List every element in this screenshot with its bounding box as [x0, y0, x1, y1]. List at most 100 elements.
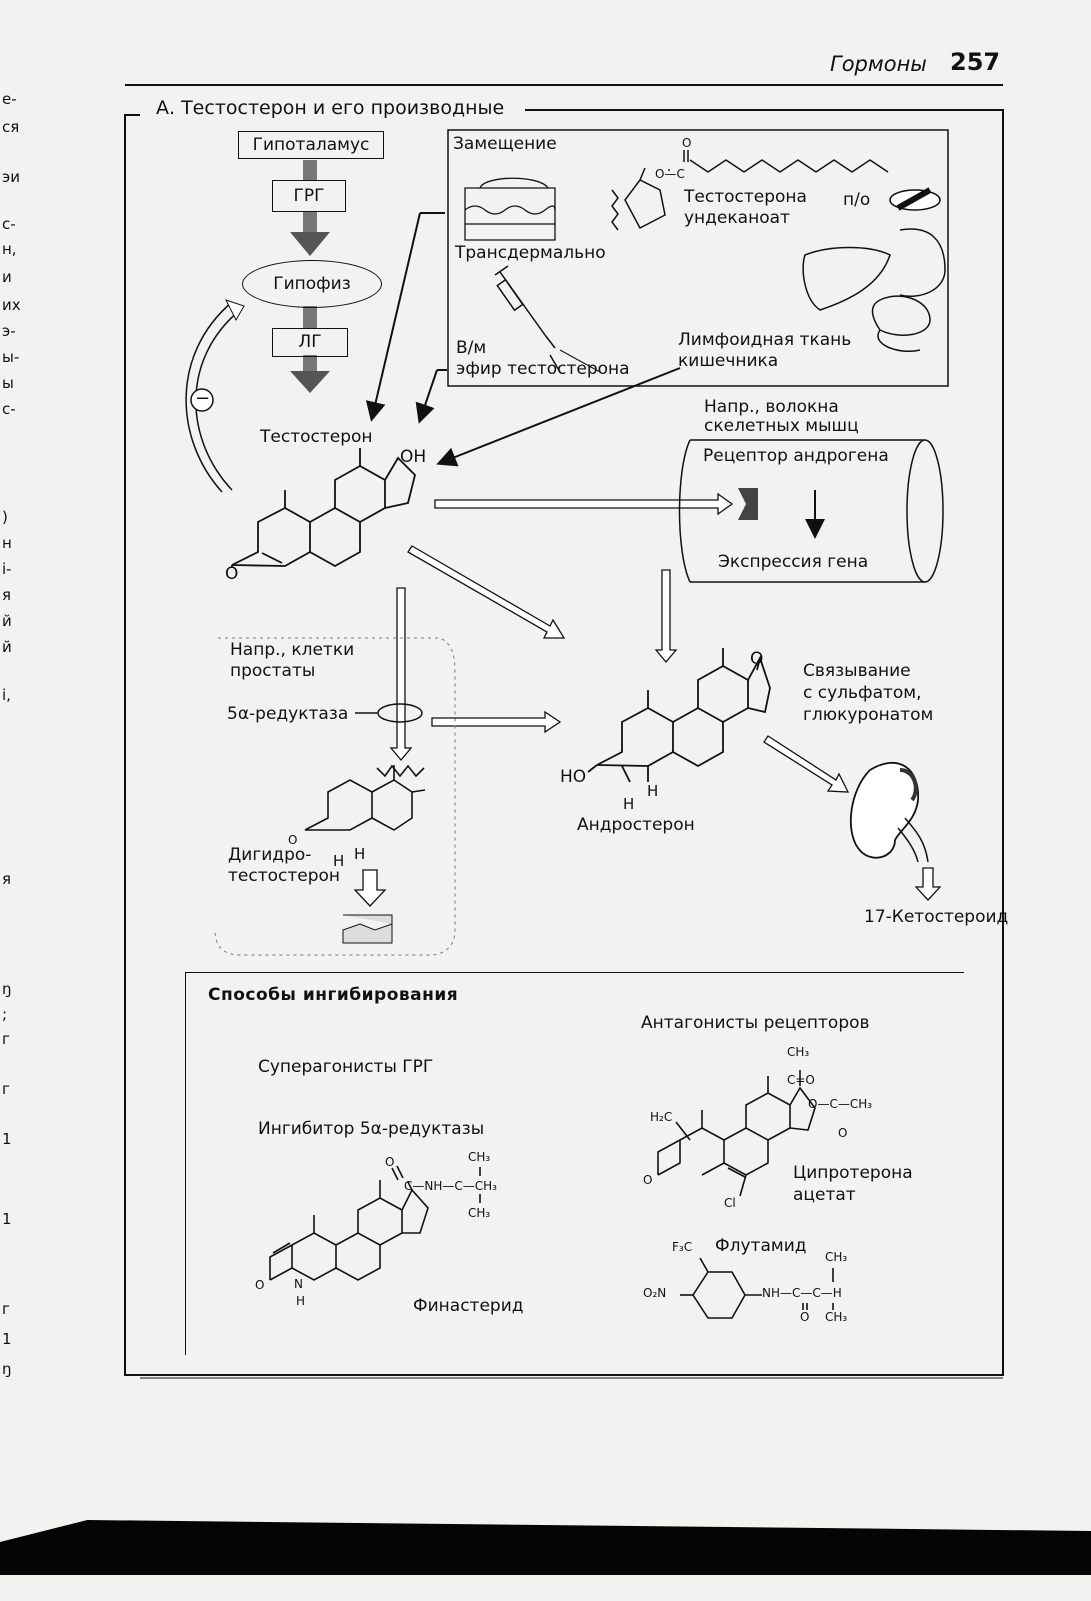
- ester-oc: O—C: [655, 167, 685, 181]
- cyp-cl: Cl: [724, 1196, 736, 1210]
- dht-o: O: [288, 833, 298, 847]
- receptor-shape: [738, 488, 758, 520]
- margin-fragment: г: [2, 1300, 10, 1318]
- margin-fragment: и: [2, 268, 12, 286]
- cyproterone-label-line2: ацетат: [793, 1185, 856, 1205]
- margin-fragment: я: [2, 586, 12, 604]
- margin-fragment: ŋ: [2, 980, 12, 998]
- lh-label: ЛГ: [298, 332, 322, 352]
- margin-fragment: н: [2, 534, 12, 552]
- undecanoate-structure: [611, 150, 889, 231]
- andro-o: O: [750, 649, 764, 669]
- oral-label: п/о: [843, 190, 871, 210]
- gene-expression-label: Экспрессия гена: [718, 552, 869, 572]
- lh-box: ЛГ: [272, 328, 348, 357]
- hypothalamus-label: Гипоталамус: [252, 135, 370, 155]
- undecanoate-line2: ундеканоат: [684, 208, 790, 228]
- testosterone-label: Тестостерон: [260, 427, 373, 447]
- margin-fragment: с-: [2, 400, 16, 418]
- margin-fragment: 1: [2, 1330, 12, 1348]
- dht-h1: H: [333, 852, 345, 870]
- reductase-inhibitor-label: Ингибитор 5α-редуктазы: [258, 1119, 485, 1139]
- prostate-region: [214, 637, 456, 956]
- cyp-ester: O—C—CH₃: [808, 1097, 873, 1111]
- muscle-cylinder: [678, 439, 944, 583]
- dht-receptor: [342, 914, 393, 944]
- conjugation-line1: Связывание: [803, 661, 911, 681]
- inhibition-box: [185, 972, 964, 1355]
- margin-fragment: ): [2, 508, 8, 526]
- margin-fragment: ы-: [2, 348, 20, 366]
- muscle-label-line2: скелетных мышц: [704, 416, 859, 436]
- inhibition-title: Способы ингибирования: [208, 985, 459, 1005]
- margin-fragment: 1: [2, 1210, 12, 1228]
- margin-fragment: й: [2, 638, 12, 656]
- hypothalamus-box: Гипоталамус: [238, 131, 384, 159]
- androsterone-structure: [587, 648, 771, 783]
- margin-fragment: н,: [2, 240, 17, 258]
- receptor-antagonists-label: Антагонисты рецепторов: [641, 1013, 870, 1033]
- transdermal-label: Трансдермально: [455, 243, 606, 263]
- grg-label: ГРГ: [293, 186, 325, 206]
- cyp-o: O: [838, 1126, 848, 1140]
- replacement-title: Замещение: [453, 134, 557, 154]
- margin-fragment: г: [2, 1030, 10, 1048]
- muscle-label-line1: Напр., волокна: [704, 397, 839, 417]
- margin-fragment: і,: [2, 686, 11, 704]
- fin-h: H: [296, 1294, 306, 1308]
- margin-fragment: е-: [2, 90, 17, 108]
- flu-f3c: F₃C: [672, 1240, 693, 1254]
- hollow-arrows: [353, 492, 942, 907]
- liver-stomach-intestine: [802, 228, 946, 352]
- reductase-label: 5α-редуктаза: [227, 704, 349, 724]
- conjugation-line2: с сульфатом,: [803, 683, 922, 703]
- dht-label-line1: Дигидро-: [228, 845, 312, 865]
- header-section: Гормоны: [830, 52, 927, 76]
- axis-arrow-2: [290, 371, 330, 393]
- andro-h1: H: [623, 795, 635, 813]
- header-page-number: 257: [950, 48, 1001, 76]
- flu-nh: NH—C—C—H: [762, 1286, 842, 1300]
- dht-h2: H: [354, 845, 366, 863]
- fin-n: N: [294, 1277, 303, 1291]
- cyp-co: C=O: [787, 1073, 815, 1087]
- flu-ch3-top: CH₃: [825, 1250, 848, 1264]
- fin-o2: O: [255, 1278, 265, 1292]
- prostate-label-line2: простаты: [230, 661, 316, 681]
- margin-fragment: ŋ: [2, 1360, 12, 1378]
- im-label-line1: В/м: [456, 338, 487, 358]
- minus-circle: [190, 388, 214, 412]
- margin-fragment: г: [2, 1080, 10, 1098]
- androsterone-label: Андростерон: [577, 815, 695, 835]
- pill-icon: [889, 187, 941, 211]
- cyp-h2c: H₂C: [650, 1110, 673, 1124]
- receptor-label: Рецептор андрогена: [703, 446, 889, 466]
- cyp-o2: O: [643, 1173, 653, 1187]
- margin-fragment: я: [2, 870, 12, 888]
- figure-frame: [124, 109, 1004, 1376]
- margin-fragment: э-: [2, 322, 16, 340]
- pituitary-label: Гипофиз: [273, 274, 351, 294]
- testosterone-structure: [231, 448, 416, 568]
- margin-fragment: эи: [2, 168, 20, 186]
- figure-title: А. Тестостерон и его производные: [150, 97, 511, 119]
- flutamide-label: Флутамид: [715, 1236, 807, 1256]
- margin-fragment: і-: [2, 560, 12, 578]
- grg-box: ГРГ: [272, 180, 346, 212]
- dht-structure: [304, 764, 426, 831]
- margin-fragment: й: [2, 612, 12, 630]
- andro-ho: HO: [560, 767, 587, 787]
- flu-o: O: [800, 1310, 810, 1324]
- cyp-ch3: CH₃: [787, 1045, 810, 1059]
- replacement-box: [447, 129, 949, 387]
- flu-o2n: O₂N: [643, 1286, 667, 1300]
- pituitary-oval: Гипофиз: [242, 260, 382, 308]
- fin-c-nh: C—NH—C—CH₃: [404, 1179, 497, 1193]
- syringe: [494, 265, 561, 373]
- margin-fragment: ы: [2, 374, 14, 392]
- finasteride-label: Финастерид: [413, 1296, 524, 1316]
- grg-superagonists-label: Суперагонисты ГРГ: [258, 1057, 434, 1077]
- margin-fragment: ся: [2, 118, 20, 136]
